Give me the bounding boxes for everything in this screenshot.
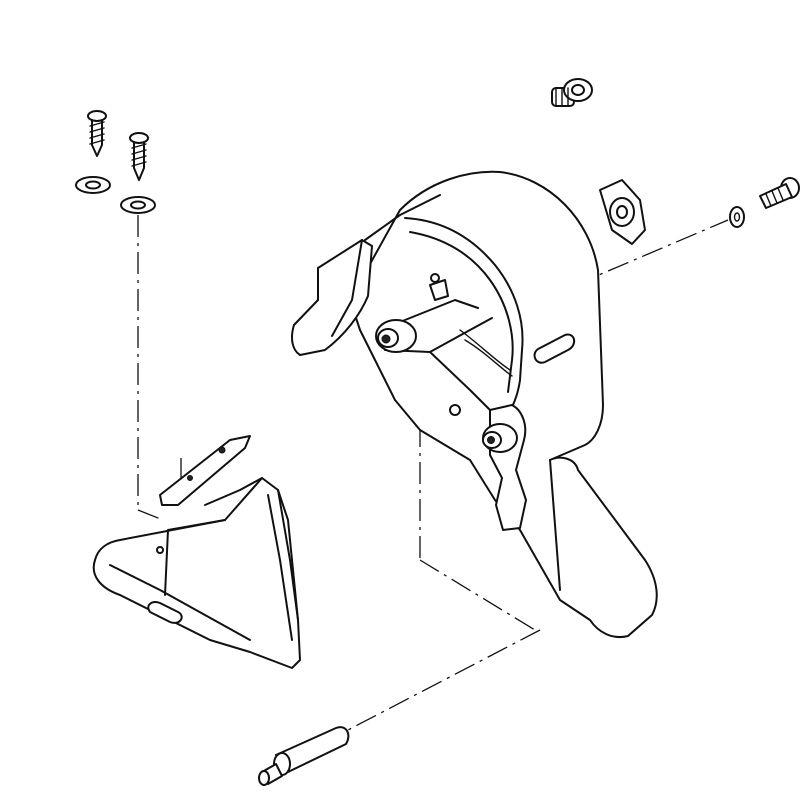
lower-cover bbox=[92, 477, 301, 669]
upper-cover bbox=[291, 170, 658, 638]
washer bbox=[75, 176, 111, 194]
washer bbox=[120, 196, 156, 214]
spring-washer bbox=[729, 206, 745, 228]
hinge-pin bbox=[258, 726, 350, 786]
tapping-screw bbox=[129, 132, 149, 181]
cover-plate bbox=[159, 435, 251, 506]
screw bbox=[759, 177, 800, 209]
hinge-shaft bbox=[599, 179, 646, 245]
tapping-screw bbox=[87, 110, 107, 157]
bushing bbox=[551, 78, 593, 107]
